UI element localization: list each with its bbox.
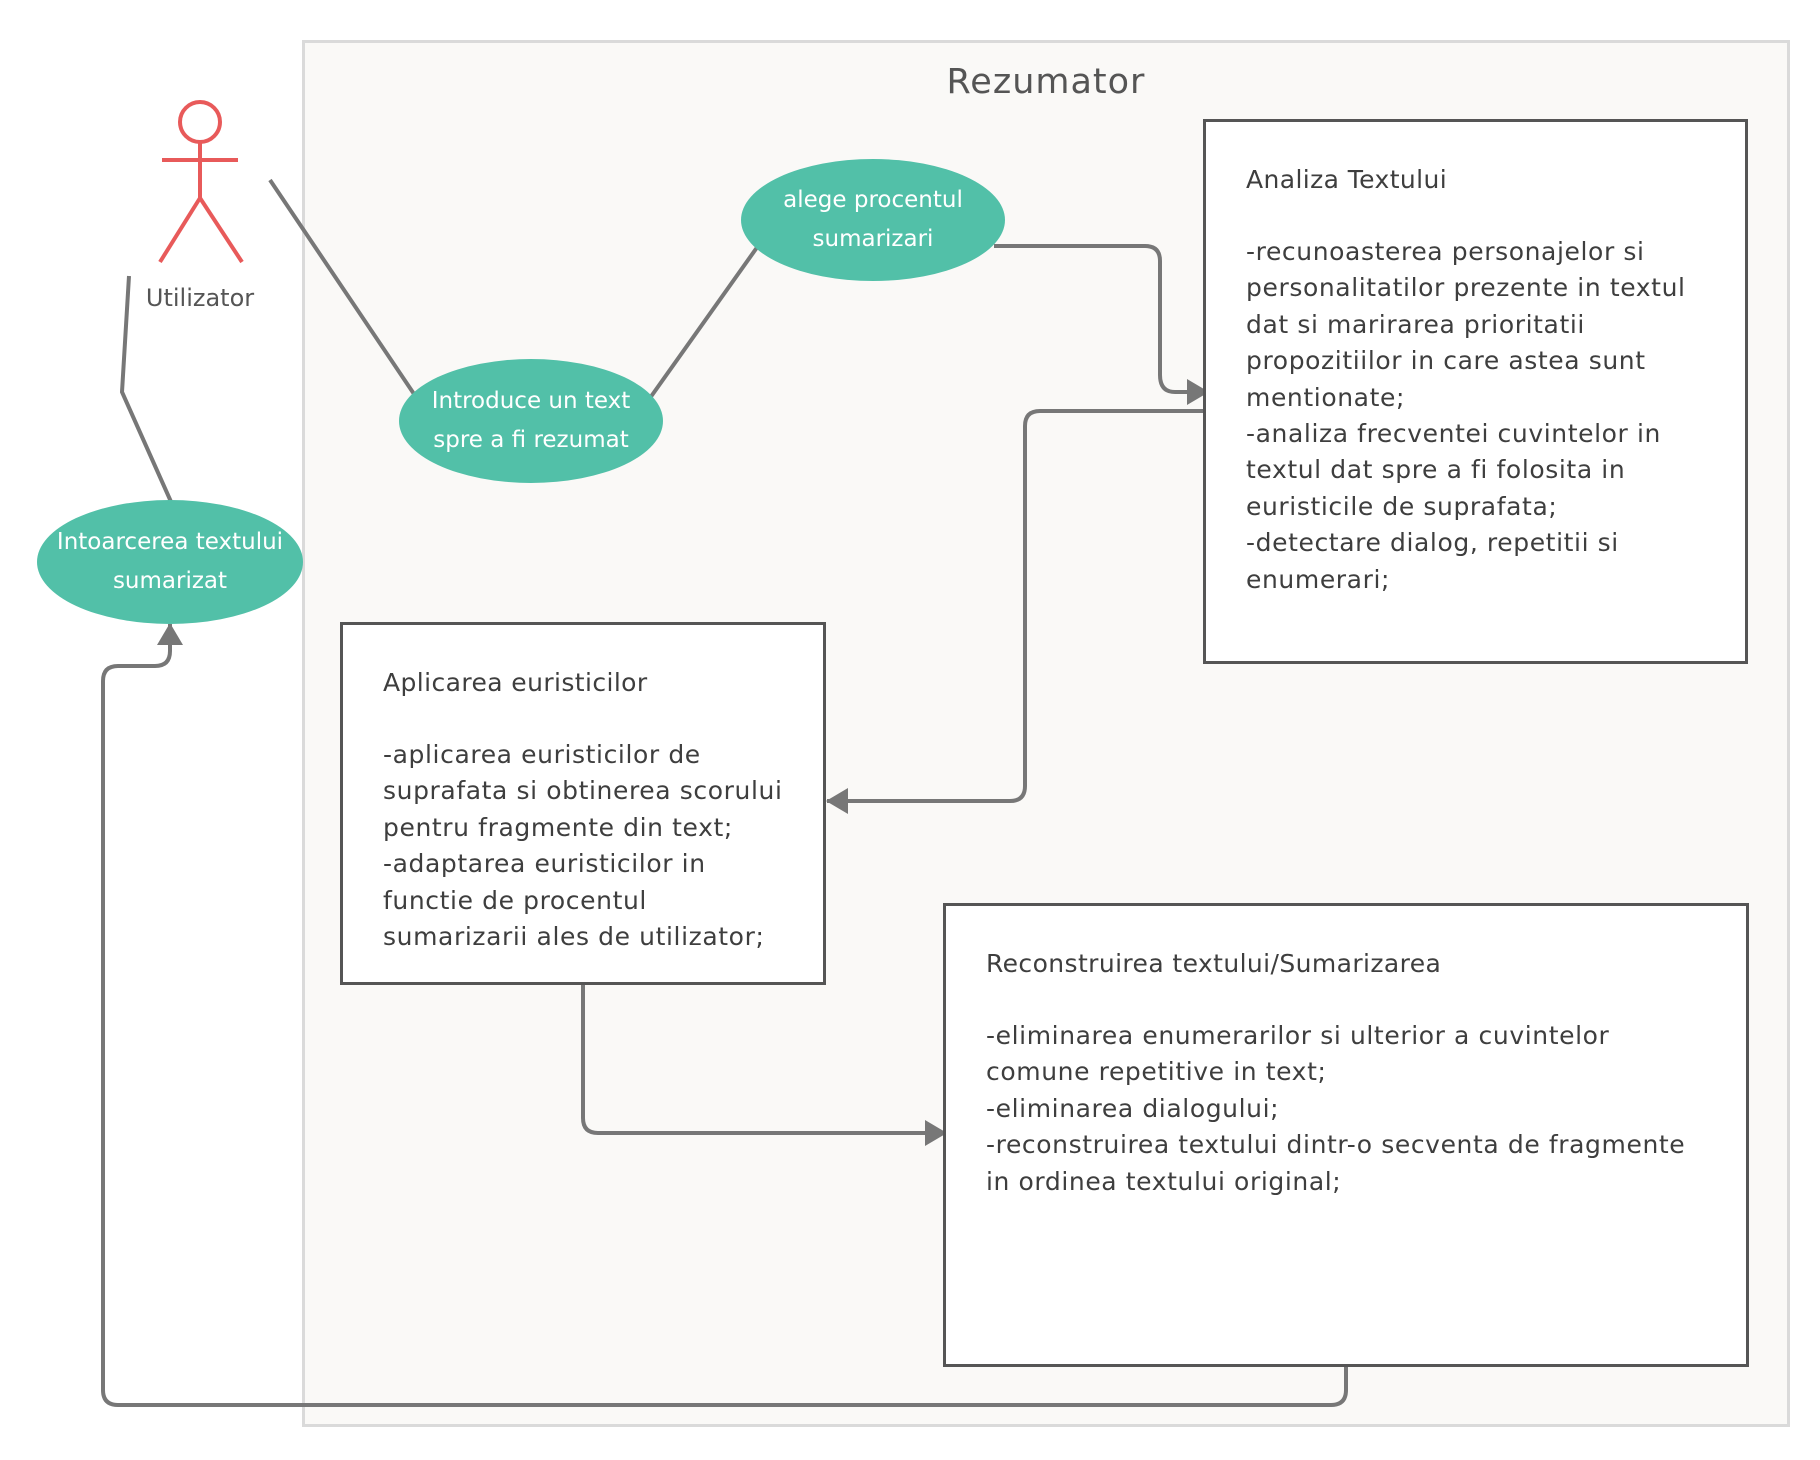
box-reconstruirea-textului: Reconstruirea textului/Sumarizarea -elim… xyxy=(943,903,1749,1367)
box-aplicarea-body: -aplicarea euristicilor de suprafata si … xyxy=(383,740,783,952)
stick-figure-icon xyxy=(158,100,244,264)
procent-to-analiza-arrow xyxy=(994,244,1209,405)
analiza-to-aplicarea-arrow xyxy=(826,409,1228,814)
aplicarea-to-reconstruirea-arrow xyxy=(581,963,947,1146)
use-case-introduce: Introduce un text spre a fi rezumat xyxy=(399,359,663,483)
use-case-intoarcere: Intoarcerea textului sumarizat xyxy=(37,500,303,624)
box-analiza-title: Analiza Textului xyxy=(1246,165,1448,194)
introduce-to-procent-line xyxy=(648,244,760,400)
box-analiza-textului: Analiza Textului -recunoasterea personaj… xyxy=(1203,119,1748,664)
box-reconstruirea-title: Reconstruirea textului/Sumarizarea xyxy=(986,949,1442,978)
actor-label: Utilizator xyxy=(145,284,255,312)
intoarcere-to-actor-line xyxy=(119,275,174,505)
box-aplicarea-euristicilor: Aplicarea euristicilor -aplicarea eurist… xyxy=(340,622,826,985)
actor-to-introduce-line xyxy=(268,178,416,396)
box-aplicarea-title: Aplicarea euristicilor xyxy=(383,668,648,697)
use-case-procent: alege procentul sumarizari xyxy=(741,159,1005,281)
reconstruirea-to-intoarcere-arrow xyxy=(101,623,1348,1407)
box-reconstruirea-body: -eliminarea enumerarilor si ulterior a c… xyxy=(986,1021,1686,1196)
system-title: Rezumator xyxy=(946,62,1146,102)
box-analiza-body: -recunoasterea personajelor si personali… xyxy=(1246,237,1686,594)
